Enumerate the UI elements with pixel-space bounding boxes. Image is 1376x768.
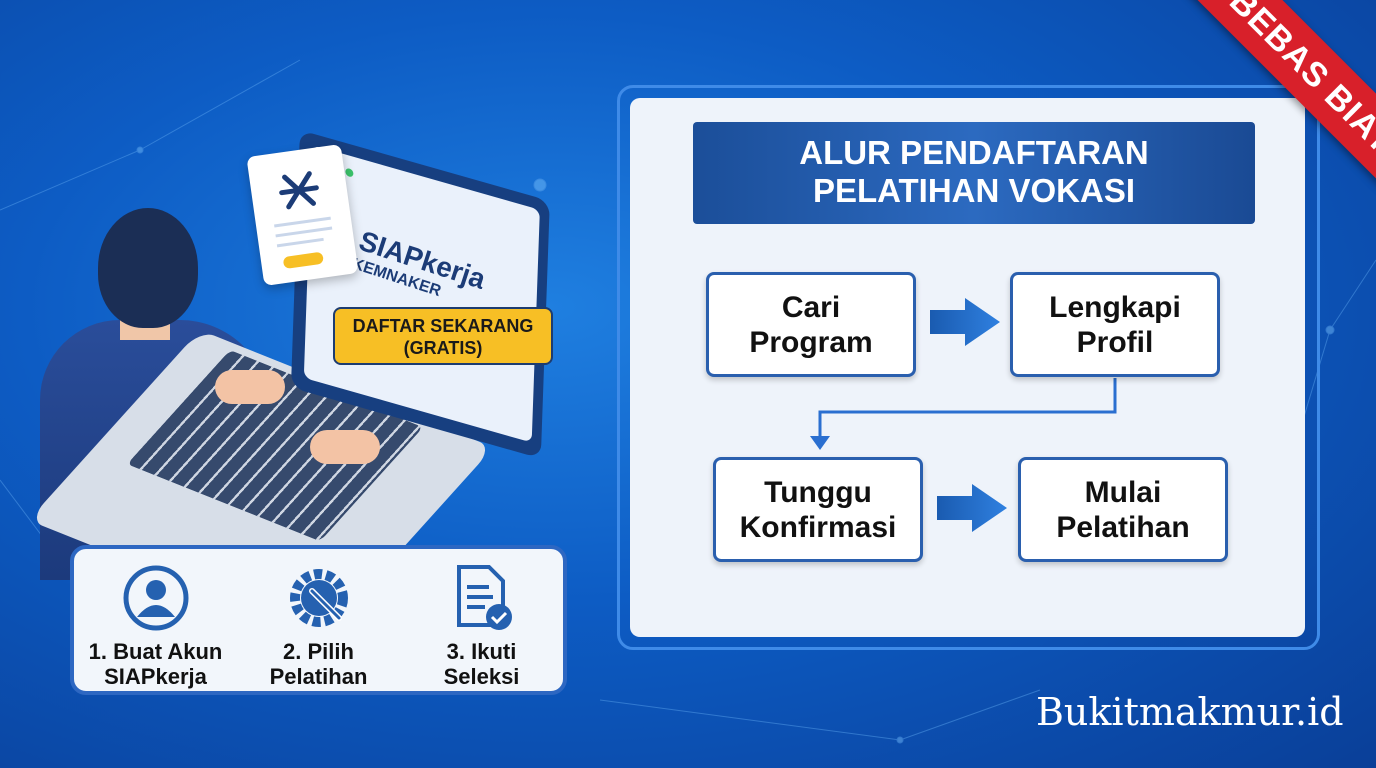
step-label: 1. Buat Akun <box>88 639 223 664</box>
flow-title: ALUR PENDAFTARAN PELATIHAN VOKASI <box>693 122 1255 224</box>
box-line: Cari <box>781 290 841 324</box>
register-now-button[interactable]: DAFTAR SEKARANG (GRATIS) <box>333 307 553 365</box>
left-hand <box>215 370 285 404</box>
arrow-down-icon <box>810 436 830 450</box>
person-head <box>98 208 198 328</box>
kemnaker-logo-icon <box>274 171 333 269</box>
box-line: Profil <box>1076 325 1154 359</box>
step-label: SIAPkerja <box>104 664 207 689</box>
box-line: Tunggu <box>764 475 872 509</box>
box-line: Konfirmasi <box>739 510 897 544</box>
box-line: Pelatihan <box>1056 510 1190 544</box>
box-line: Program <box>749 325 873 359</box>
connector-line <box>818 378 1117 440</box>
flow-title-line1: ALUR PENDAFTARAN <box>799 134 1149 171</box>
step-label: 2. Pilih <box>283 639 354 664</box>
login-card <box>246 144 359 286</box>
site-brand: Bukitmakmur.id <box>1036 690 1344 734</box>
flow-title-line2: PELATIHAN VOKASI <box>812 172 1136 209</box>
cta-line1: DAFTAR SEKARANG <box>352 316 534 336</box>
box-line: Mulai <box>1084 475 1162 509</box>
step-label: 3. Ikuti <box>446 639 517 664</box>
cta-line2: (GRATIS) <box>403 338 483 358</box>
box-line: Lengkapi <box>1049 290 1181 324</box>
right-hand <box>310 430 380 464</box>
arrow-right-icon <box>937 484 1007 532</box>
arrow-right-icon <box>930 298 1000 346</box>
user-circle-icon <box>123 565 188 631</box>
step-label: Pelatihan <box>269 664 368 689</box>
step-label: Seleksi <box>443 664 520 689</box>
flow-panel-border <box>617 85 1320 650</box>
gear-wrench-icon <box>289 569 348 627</box>
document-check-icon <box>456 565 512 630</box>
